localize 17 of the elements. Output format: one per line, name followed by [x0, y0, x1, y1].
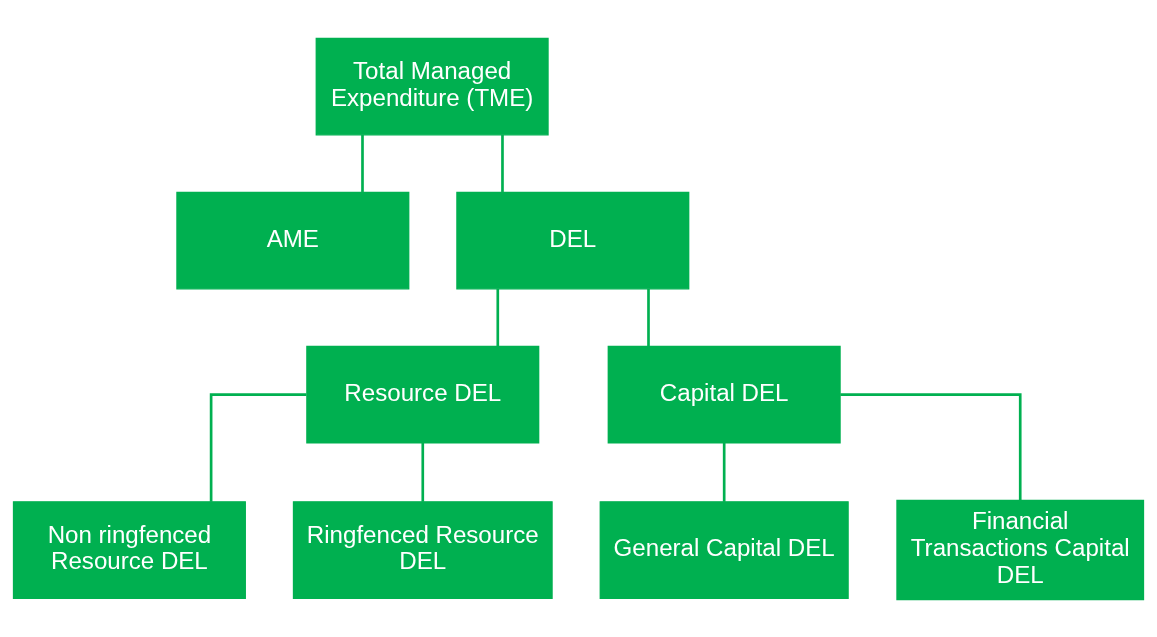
- connector: [647, 288, 650, 346]
- node-box: DEL: [456, 191, 690, 290]
- node-box: Non ringfenced Resource DEL: [12, 500, 246, 599]
- node-box: Ringfenced Resource DEL: [292, 500, 553, 599]
- connector: [501, 134, 504, 192]
- connector: [209, 392, 307, 502]
- node-box: AME: [176, 191, 410, 290]
- node-box: General Capital DEL: [599, 500, 849, 599]
- node-box: Capital DEL: [607, 345, 841, 444]
- connector: [361, 134, 364, 192]
- node-box: Financial Transactions Capital DEL: [896, 499, 1145, 600]
- connector: [840, 392, 1022, 500]
- connector: [722, 442, 726, 502]
- connector: [496, 288, 500, 346]
- node-box: Resource DEL: [306, 345, 540, 444]
- node-box: Total Managed Expenditure (TME): [315, 37, 549, 135]
- connector: [421, 442, 425, 502]
